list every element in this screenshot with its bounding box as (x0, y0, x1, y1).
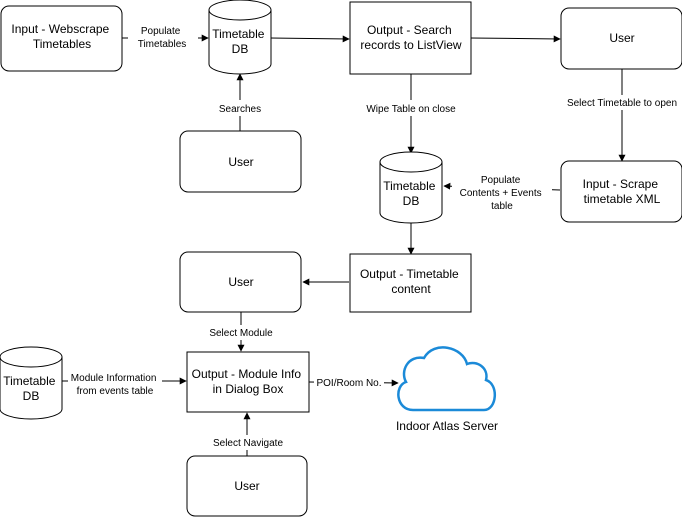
module-information-label: Module Information from events table (71, 373, 159, 397)
user-top-right-label: User (609, 31, 634, 45)
input-webscrape-box (0, 5, 123, 72)
user-bottom-box (186, 455, 308, 517)
select-navigate-label: Select Navigate (213, 438, 283, 449)
user-bottom-label: User (234, 479, 259, 493)
user-top-right-box (560, 7, 682, 70)
output-module-info-box (186, 351, 310, 413)
output-search-label: Output - Search records to ListView (360, 23, 461, 52)
populate-timetables-label: Populate Timetables (138, 26, 187, 50)
wipe-table-label: Wipe Table on close (366, 104, 456, 115)
output-timetable-content-box (349, 253, 472, 313)
timetable-db-3-label: Timetable DB (3, 374, 59, 403)
poi-room-label: POI/Room No. (316, 378, 381, 389)
output-timetable-content-label: Output - Timetable content (360, 267, 462, 296)
timetable-db-2-cylinder (379, 151, 443, 224)
output-module-info-label: Output - Module Info in Dialog Box (192, 367, 305, 396)
input-scrape-xml-label: Input - Scrape timetable XML (583, 177, 662, 206)
select-timetable-label: Select Timetable to open (567, 98, 677, 109)
user-searches-box (179, 130, 302, 193)
searches-label: Searches (219, 104, 261, 115)
edge-db1-to-search (269, 35, 350, 43)
cloud-icon (397, 346, 496, 412)
timetable-db-1-label: Timetable DB (212, 27, 268, 56)
timetable-db-2-label: Timetable DB (383, 179, 439, 208)
output-search-box (349, 1, 472, 75)
timetable-db-3-cylinder (0, 346, 63, 420)
user-mid-box (179, 251, 302, 313)
timetable-db-1-cylinder (208, 0, 272, 75)
input-scrape-xml-box (560, 160, 682, 223)
edge-search-to-user (469, 35, 561, 43)
input-webscrape-label: Input - Webscrape Timetables (11, 22, 112, 51)
select-module-label: Select Module (209, 328, 273, 339)
user-searches-label: User (228, 155, 253, 169)
user-mid-label: User (228, 275, 253, 289)
populate-contents-label: Populate Contents + Events table (460, 175, 545, 212)
indoor-atlas-server-label: Indoor Atlas Server (396, 419, 498, 433)
